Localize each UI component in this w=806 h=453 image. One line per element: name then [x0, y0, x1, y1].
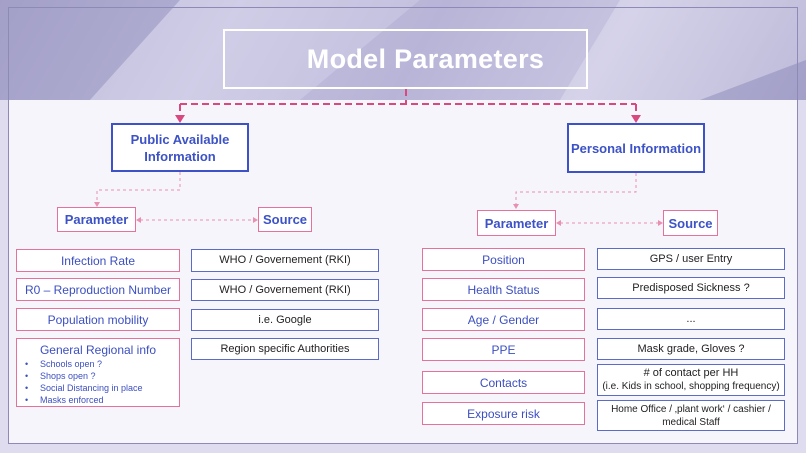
- param-health-status-text: Health Status: [467, 282, 540, 297]
- source-ppe: Mask grade, Gloves ?: [597, 338, 785, 360]
- right-parameter-label-text: Parameter: [484, 215, 549, 231]
- list-item-text: Schools open ?: [40, 359, 103, 369]
- right-source-label: Source: [663, 210, 718, 236]
- public-info-heading: Public Available Information: [111, 123, 249, 172]
- source-regional-info: Region specific Authorities: [191, 338, 379, 360]
- source-infection-rate-text: WHO / Governement (RKI): [219, 254, 351, 266]
- source-population-mobility: i.e. Google: [191, 309, 379, 331]
- left-parameter-label: Parameter: [57, 207, 136, 232]
- param-ppe-text: PPE: [491, 342, 516, 357]
- bullet-icon: •: [25, 383, 29, 393]
- header-polygon-pattern: [0, 0, 806, 100]
- list-item: • Schools open ?: [25, 358, 143, 370]
- list-item: • Shops open ?: [25, 370, 143, 382]
- left-parameter-label-text: Parameter: [64, 212, 129, 227]
- source-ppe-text: Mask grade, Gloves ?: [637, 342, 745, 355]
- param-r0: R0 – Reproduction Number: [16, 278, 180, 301]
- param-contacts-text: Contacts: [479, 375, 528, 390]
- list-item-text: Social Distancing in place: [40, 383, 143, 393]
- right-parameter-label: Parameter: [477, 210, 556, 236]
- param-population-mobility-text: Population mobility: [47, 312, 149, 327]
- slide-frame: [8, 7, 798, 444]
- left-source-label: Source: [258, 207, 312, 232]
- list-item-text: Masks enforced: [40, 395, 104, 405]
- param-exposure-risk: Exposure risk: [422, 402, 585, 425]
- left-source-label-text: Source: [262, 212, 308, 227]
- source-health-status-text: Predisposed Sickness ?: [632, 281, 750, 294]
- param-general-regional-info: General Regional info • Schools open ? • S…: [16, 338, 180, 407]
- param-age-gender-text: Age / Gender: [467, 312, 540, 327]
- bullet-icon: •: [25, 359, 29, 369]
- regional-info-title: General Regional info: [39, 343, 157, 357]
- source-contacts-line1: # of contact per HH: [643, 367, 739, 379]
- source-contacts: # of contact per HH (i.e. Kids in school…: [597, 364, 785, 396]
- source-contacts-line2: (i.e. Kids in school, shopping frequency…: [602, 381, 780, 392]
- param-position: Position: [422, 248, 585, 271]
- personal-info-heading-text: Personal Information: [570, 140, 702, 156]
- public-info-heading-text: Public Available Information: [130, 131, 230, 164]
- param-r0-text: R0 – Reproduction Number: [24, 282, 172, 297]
- param-infection-rate: Infection Rate: [16, 249, 180, 272]
- page-title: Model Parameters: [306, 43, 545, 74]
- list-item-text: Shops open ?: [40, 371, 96, 381]
- source-position: GPS / user Entry: [597, 248, 785, 270]
- source-r0: WHO / Governement (RKI): [191, 279, 379, 301]
- param-position-text: Position: [482, 252, 525, 267]
- list-item: • Masks enforced: [25, 394, 143, 406]
- source-exposure-risk: Home Office / ‚plant work‘ / cashier / m…: [597, 400, 785, 431]
- source-exposure-risk-line1: Home Office / ‚plant work‘ / cashier /: [611, 403, 771, 415]
- source-health-status: Predisposed Sickness ?: [597, 277, 785, 299]
- bullet-icon: •: [25, 395, 29, 405]
- param-contacts: Contacts: [422, 371, 585, 394]
- source-age-gender-text: ...: [686, 312, 696, 325]
- param-population-mobility: Population mobility: [16, 308, 180, 331]
- param-age-gender: Age / Gender: [422, 308, 585, 331]
- source-population-mobility-text: i.e. Google: [258, 313, 312, 326]
- list-item: • Social Distancing in place: [25, 382, 143, 394]
- bullet-icon: •: [25, 371, 29, 381]
- param-exposure-risk-text: Exposure risk: [467, 406, 540, 421]
- source-r0-text: WHO / Governement (RKI): [219, 283, 351, 296]
- source-regional-info-text: Region specific Authorities: [220, 342, 350, 355]
- header-band: [0, 0, 806, 100]
- param-ppe: PPE: [422, 338, 585, 361]
- source-position-text: GPS / user Entry: [649, 252, 733, 265]
- source-age-gender: ...: [597, 308, 785, 330]
- source-infection-rate: WHO / Governement (RKI): [191, 249, 379, 272]
- title-box: Model Parameters: [223, 29, 588, 89]
- personal-info-heading: Personal Information: [567, 123, 705, 173]
- regional-info-list: • Schools open ? • Shops open ? • Social Di…: [25, 358, 143, 406]
- source-exposure-risk-line2: medical Staff: [662, 416, 720, 428]
- right-source-label-text: Source: [668, 215, 713, 231]
- param-infection-rate-text: Infection Rate: [60, 253, 136, 268]
- param-health-status: Health Status: [422, 278, 585, 301]
